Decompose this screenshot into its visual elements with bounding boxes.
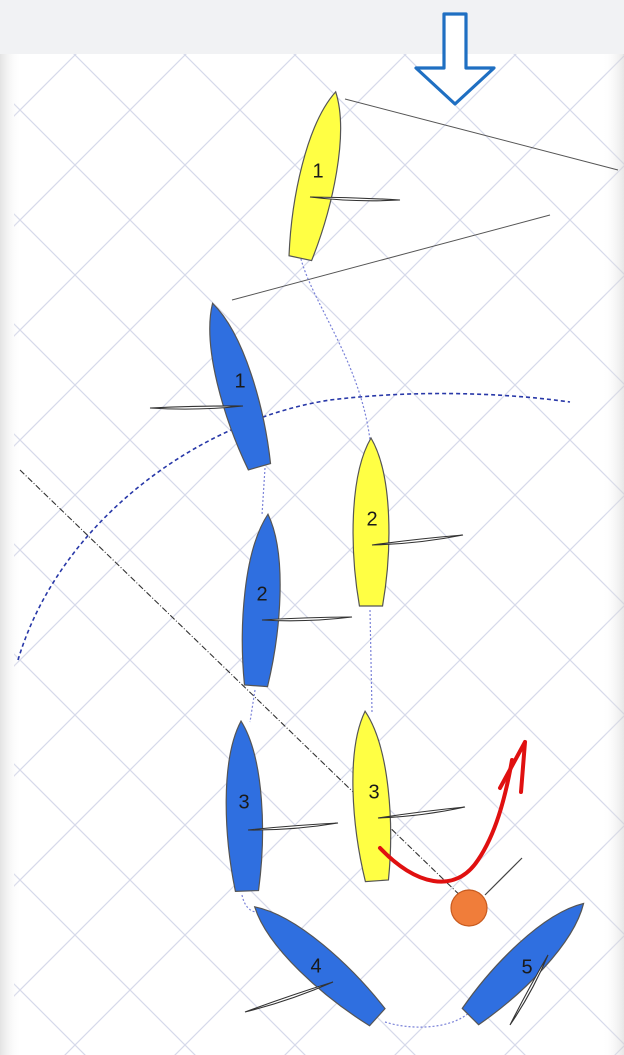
blue-boat-hull: [241, 512, 281, 688]
yellow-boat-sail: [377, 806, 466, 819]
grid-line: [64, 495, 624, 1055]
mark-line-right: [484, 857, 523, 896]
blue-boat-1: 1: [149, 302, 272, 471]
layline-diagonal: [19, 469, 471, 906]
grid-line: [14, 52, 189, 227]
grid-line: [14, 52, 299, 337]
blue-boat-sail: [247, 822, 339, 831]
blue-boat-number: 4: [310, 955, 321, 977]
blue-boat-hull: [461, 902, 585, 1026]
curved-red-arrow-icon: [378, 740, 527, 884]
blue-boat-hull: [253, 906, 386, 1027]
grid-line: [174, 605, 624, 1055]
yellow-track: [299, 254, 373, 713]
blue-boat-hull: [209, 302, 272, 471]
blue-boat-number: 1: [234, 370, 245, 392]
top-edge-shade: [0, 0, 624, 54]
yellow-boat-3: 3: [352, 710, 466, 883]
grid-line: [14, 763, 306, 1055]
blue-boat-3: 3: [225, 719, 339, 892]
grid-line: [14, 873, 196, 1055]
blue-boat-number: 5: [521, 956, 532, 978]
yellow-boat-1: 1: [288, 90, 401, 262]
sight-line-blue-1: [231, 214, 551, 301]
yellow-boat-hull: [352, 436, 390, 607]
zone-circle: [17, 392, 571, 661]
blue-boat-sail: [244, 981, 334, 1013]
blue-track: [241, 467, 471, 1028]
grid-line: [401, 52, 624, 275]
blue-boat-4: 4: [244, 906, 386, 1027]
yellow-boat-number: 2: [366, 508, 377, 530]
blue-boat-sail: [149, 405, 244, 410]
blue-boat-2: 2: [241, 512, 353, 688]
yellow-boat-sail: [371, 534, 464, 546]
yellow-boat-number: 1: [312, 160, 323, 182]
yellow-boats: 1 2 3: [288, 90, 466, 883]
blue-boat-sail: [509, 954, 549, 1026]
blue-boat-number: 3: [238, 791, 249, 813]
yellow-boat-2: 2: [352, 436, 464, 607]
blue-boat-sail: [261, 616, 353, 622]
yellow-boat-hull: [352, 710, 392, 883]
yellow-boat-number: 3: [368, 781, 379, 803]
orange-circle-mark-icon: [450, 889, 488, 927]
yellow-boat-hull: [288, 90, 342, 262]
blue-boat-hull: [225, 719, 264, 892]
grid-line: [284, 715, 624, 1055]
blue-boats: 1 2 3 4 5: [149, 302, 585, 1027]
grid-line: [14, 52, 409, 447]
down-arrow-outline-icon: [414, 12, 496, 106]
grid-line: [394, 825, 624, 1055]
right-edge-shade: [602, 0, 624, 1055]
sight-line-yellow-1: [344, 98, 619, 171]
grid-line: [291, 52, 624, 385]
blue-boat-number: 2: [256, 583, 267, 605]
left-edge-shade: [0, 0, 22, 1055]
yellow-boat-sail: [309, 196, 401, 202]
blue-boat-5: 5: [461, 902, 585, 1026]
